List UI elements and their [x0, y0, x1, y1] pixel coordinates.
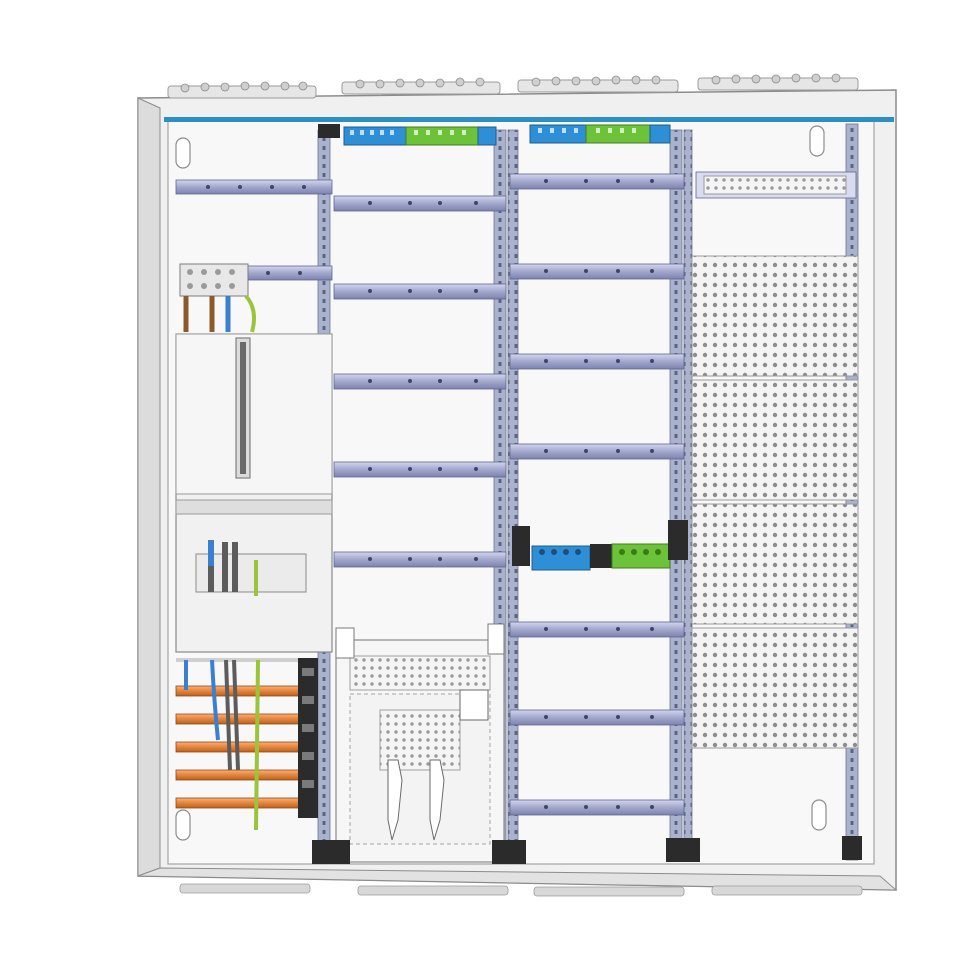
din-rail — [333, 283, 507, 300]
rail-fixing-marks — [206, 179, 654, 809]
din-rail — [509, 263, 685, 280]
busbar-system — [175, 658, 318, 831]
din-rail — [333, 551, 507, 568]
din-rail — [509, 709, 685, 726]
din-rail — [509, 443, 685, 460]
din-rails — [175, 171, 857, 816]
perforated-cover — [691, 379, 859, 501]
din-rail — [509, 173, 685, 190]
terminal-blocks — [343, 124, 688, 571]
din-rail — [333, 195, 507, 212]
din-rail — [175, 179, 333, 195]
main-fuse-field — [335, 623, 505, 863]
comb-terminal — [703, 175, 847, 195]
busbar — [175, 769, 317, 781]
busbar — [175, 741, 317, 753]
perforated-cover — [691, 255, 859, 377]
din-rail — [333, 461, 507, 478]
cover-plate-field — [691, 175, 859, 749]
din-rail — [509, 621, 685, 638]
mounting-keyholes — [175, 125, 827, 841]
busbar — [175, 685, 317, 697]
din-rail — [245, 265, 333, 281]
din-rail — [509, 353, 685, 370]
perforated-cover — [691, 503, 859, 625]
busbar — [175, 797, 317, 809]
meter-field — [175, 263, 333, 653]
upright-feet — [312, 124, 862, 864]
perforated-cover — [691, 627, 859, 749]
top-cable-entries — [167, 73, 859, 99]
busbar — [175, 713, 317, 725]
din-rail — [509, 799, 685, 816]
din-rail — [333, 373, 507, 390]
bottom-cable-entries — [179, 883, 863, 897]
